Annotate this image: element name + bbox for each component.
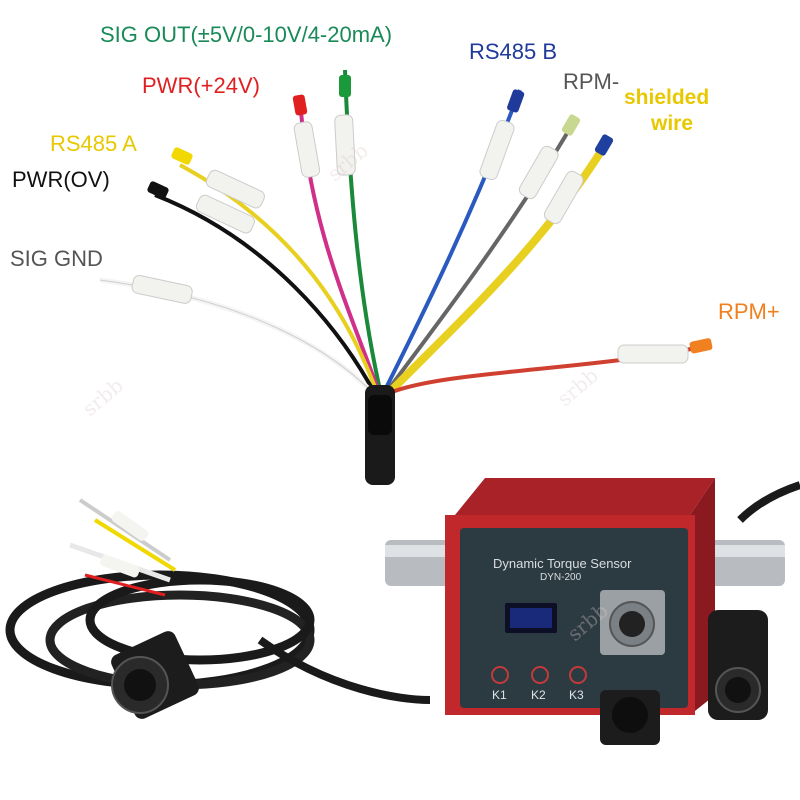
label-pwr-24v: PWR(+24V)	[142, 73, 260, 98]
label-sig-gnd: SIG GND	[10, 246, 103, 271]
torque-sensor-device	[385, 478, 800, 745]
key-k3: K3	[569, 688, 584, 702]
label-rs485-b: RS485 B	[469, 39, 558, 64]
device-title: Dynamic Torque Sensor	[493, 556, 632, 571]
label-shielded-wire: wire	[651, 112, 694, 135]
key-k1: K1	[492, 688, 507, 702]
label-pwr-0v: PWR(OV)	[12, 167, 110, 192]
label-rs485-a: RS485 A	[50, 131, 137, 156]
device-model: DYN-200	[540, 572, 582, 583]
label-rpm-plus: RPM+	[718, 299, 780, 324]
wire-harness	[99, 69, 713, 485]
label-shielded: shielded	[624, 86, 710, 109]
cable-coil	[5, 498, 431, 719]
label-sig-out: SIG OUT(±5V/0-10V/4-20mA)	[100, 22, 393, 47]
label-rpm-minus: RPM-	[563, 69, 620, 94]
key-k2: K2	[531, 688, 546, 702]
